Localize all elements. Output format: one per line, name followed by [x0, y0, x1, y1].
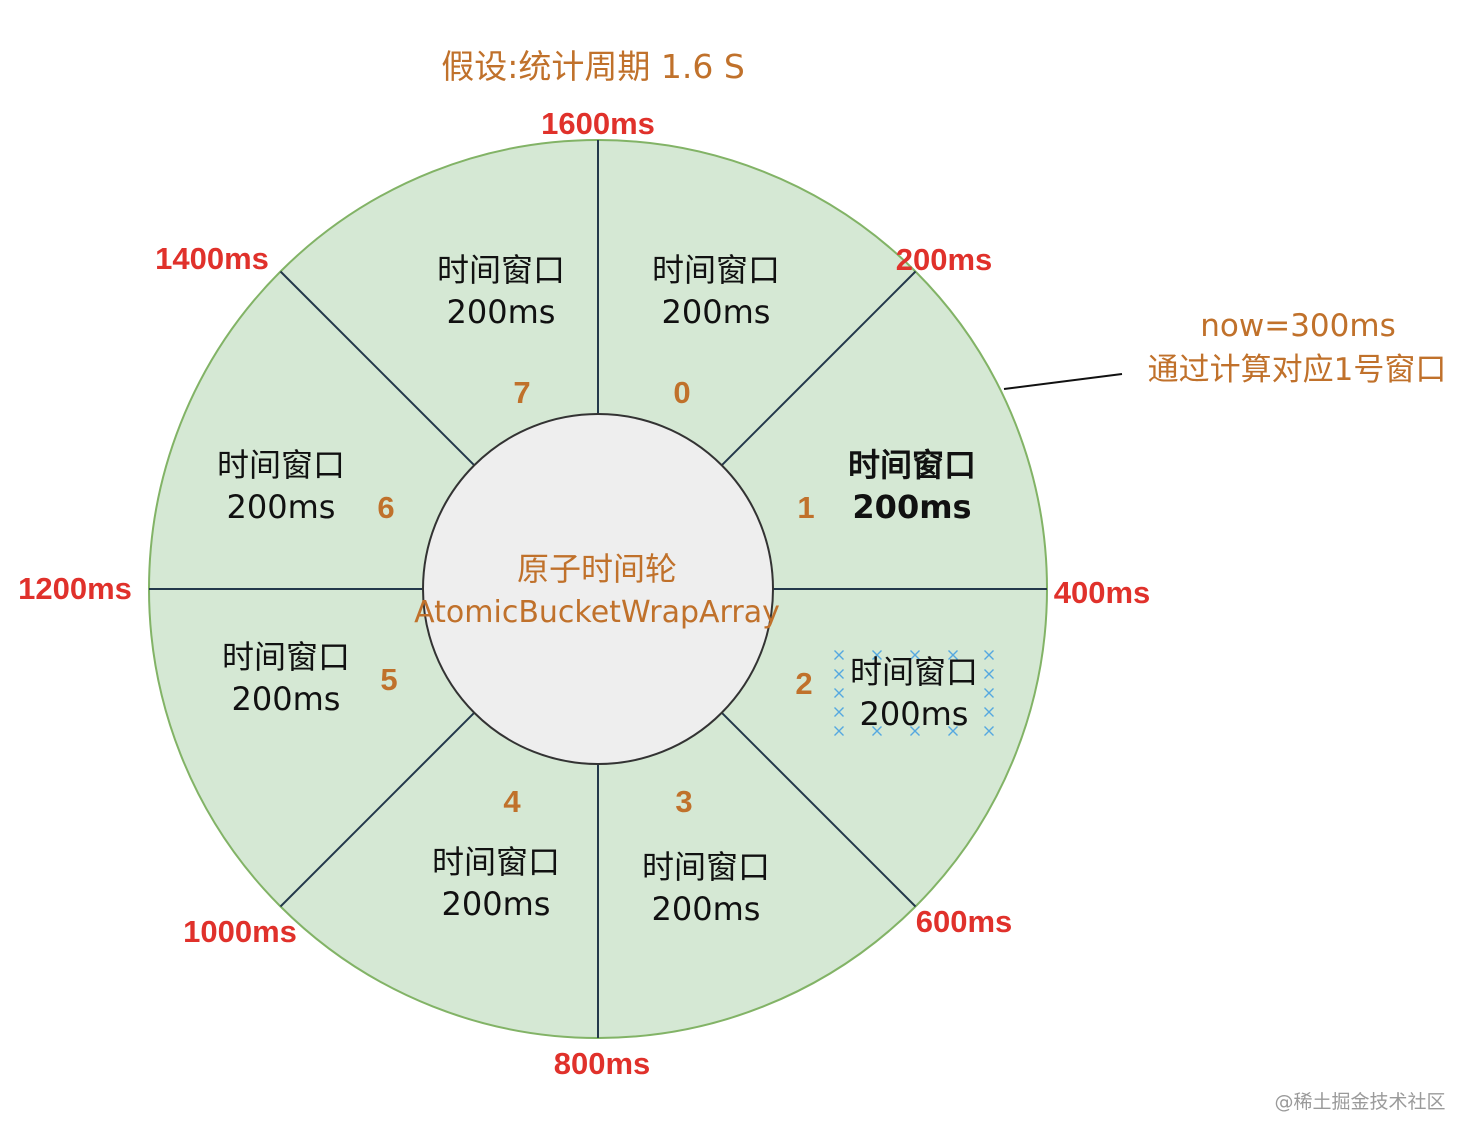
tick-label-400ms: 400ms: [1054, 575, 1151, 610]
divider-line: [279, 270, 476, 467]
window-2-label: 时间窗口: [850, 653, 978, 691]
window-1-duration: 200ms: [852, 488, 971, 526]
window-1-index: 1: [797, 490, 814, 525]
marker-x: [984, 650, 994, 660]
window-2: 时间窗口 200ms 2: [795, 653, 978, 733]
marker-x: [910, 650, 920, 660]
window-3-duration: 200ms: [652, 890, 761, 928]
marker-x: [872, 726, 882, 736]
divider-line: [720, 270, 917, 467]
window-0-duration: 200ms: [662, 293, 771, 331]
watermark: @稀土掘金技术社区: [1274, 1091, 1445, 1113]
window-3-index: 3: [675, 784, 692, 819]
hub-circle: [422, 413, 774, 765]
divider-line: [720, 711, 917, 908]
tick-label-800ms: 800ms: [554, 1046, 651, 1081]
divider-line: [279, 711, 476, 908]
window-3-label: 时间窗口: [642, 848, 770, 886]
window-7-duration: 200ms: [447, 293, 556, 331]
window-2-index: 2: [795, 666, 812, 701]
window-6: 时间窗口 200ms 6: [217, 446, 395, 526]
marker-x: [984, 707, 994, 717]
window-7-index: 7: [513, 375, 530, 410]
marker-x: [834, 650, 844, 660]
marker-x: [948, 726, 958, 736]
marker-x: [984, 669, 994, 679]
window-dividers: [149, 140, 1047, 1038]
window-1-label: 时间窗口: [848, 446, 976, 484]
window-7: 时间窗口 200ms 7: [437, 251, 565, 410]
note-now: now=300ms: [1200, 308, 1395, 344]
window-6-label: 时间窗口: [217, 446, 345, 484]
marker-x: [834, 669, 844, 679]
window-0-index: 0: [673, 375, 690, 410]
window-5-index: 5: [380, 662, 397, 697]
window-4: 时间窗口 200ms 4: [432, 784, 560, 923]
hub-subtitle: AtomicBucketWrapArray: [414, 595, 780, 630]
tick-label-1200ms: 1200ms: [18, 571, 132, 606]
marker-x: [834, 707, 844, 717]
window-6-duration: 200ms: [227, 488, 336, 526]
marker-x: [948, 650, 958, 660]
hub-title: 原子时间轮: [517, 550, 677, 588]
window-2-selection-marker: [834, 650, 994, 736]
marker-x: [984, 726, 994, 736]
tick-label-600ms: 600ms: [916, 904, 1013, 939]
marker-x: [834, 688, 844, 698]
window-5-duration: 200ms: [232, 680, 341, 718]
window-5: 时间窗口 200ms 5: [222, 638, 398, 718]
window-5-label: 时间窗口: [222, 638, 350, 676]
tick-labels: 1600ms 200ms 400ms 600ms 800ms 1000ms 12…: [18, 106, 1150, 1081]
window-0-label: 时间窗口: [652, 251, 780, 289]
marker-x: [910, 726, 920, 736]
time-windows: 时间窗口 200ms 0 时间窗口 200ms 1 时间窗口 200ms 2 时…: [217, 251, 978, 928]
note-mapping: 通过计算对应1号窗口: [1148, 352, 1447, 388]
tick-label-200ms: 200ms: [896, 242, 993, 277]
window-6-index: 6: [377, 490, 394, 525]
marker-x: [872, 650, 882, 660]
note-leader-line: [1003, 373, 1123, 390]
marker-x: [984, 688, 994, 698]
window-0: 时间窗口 200ms 0: [652, 251, 780, 410]
window-7-label: 时间窗口: [437, 251, 565, 289]
window-4-index: 4: [503, 784, 521, 819]
tick-label-1400ms: 1400ms: [155, 241, 269, 276]
window-4-label: 时间窗口: [432, 843, 560, 881]
marker-x: [834, 726, 844, 736]
window-2-duration: 200ms: [860, 695, 969, 733]
tick-label-1600ms: 1600ms: [541, 106, 655, 141]
tick-label-1000ms: 1000ms: [183, 914, 297, 949]
window-4-duration: 200ms: [442, 885, 551, 923]
diagram-title: 假设:统计周期 1.6 S: [441, 47, 745, 86]
window-3: 时间窗口 200ms 3: [642, 784, 770, 928]
window-1: 时间窗口 200ms 1: [797, 446, 976, 526]
